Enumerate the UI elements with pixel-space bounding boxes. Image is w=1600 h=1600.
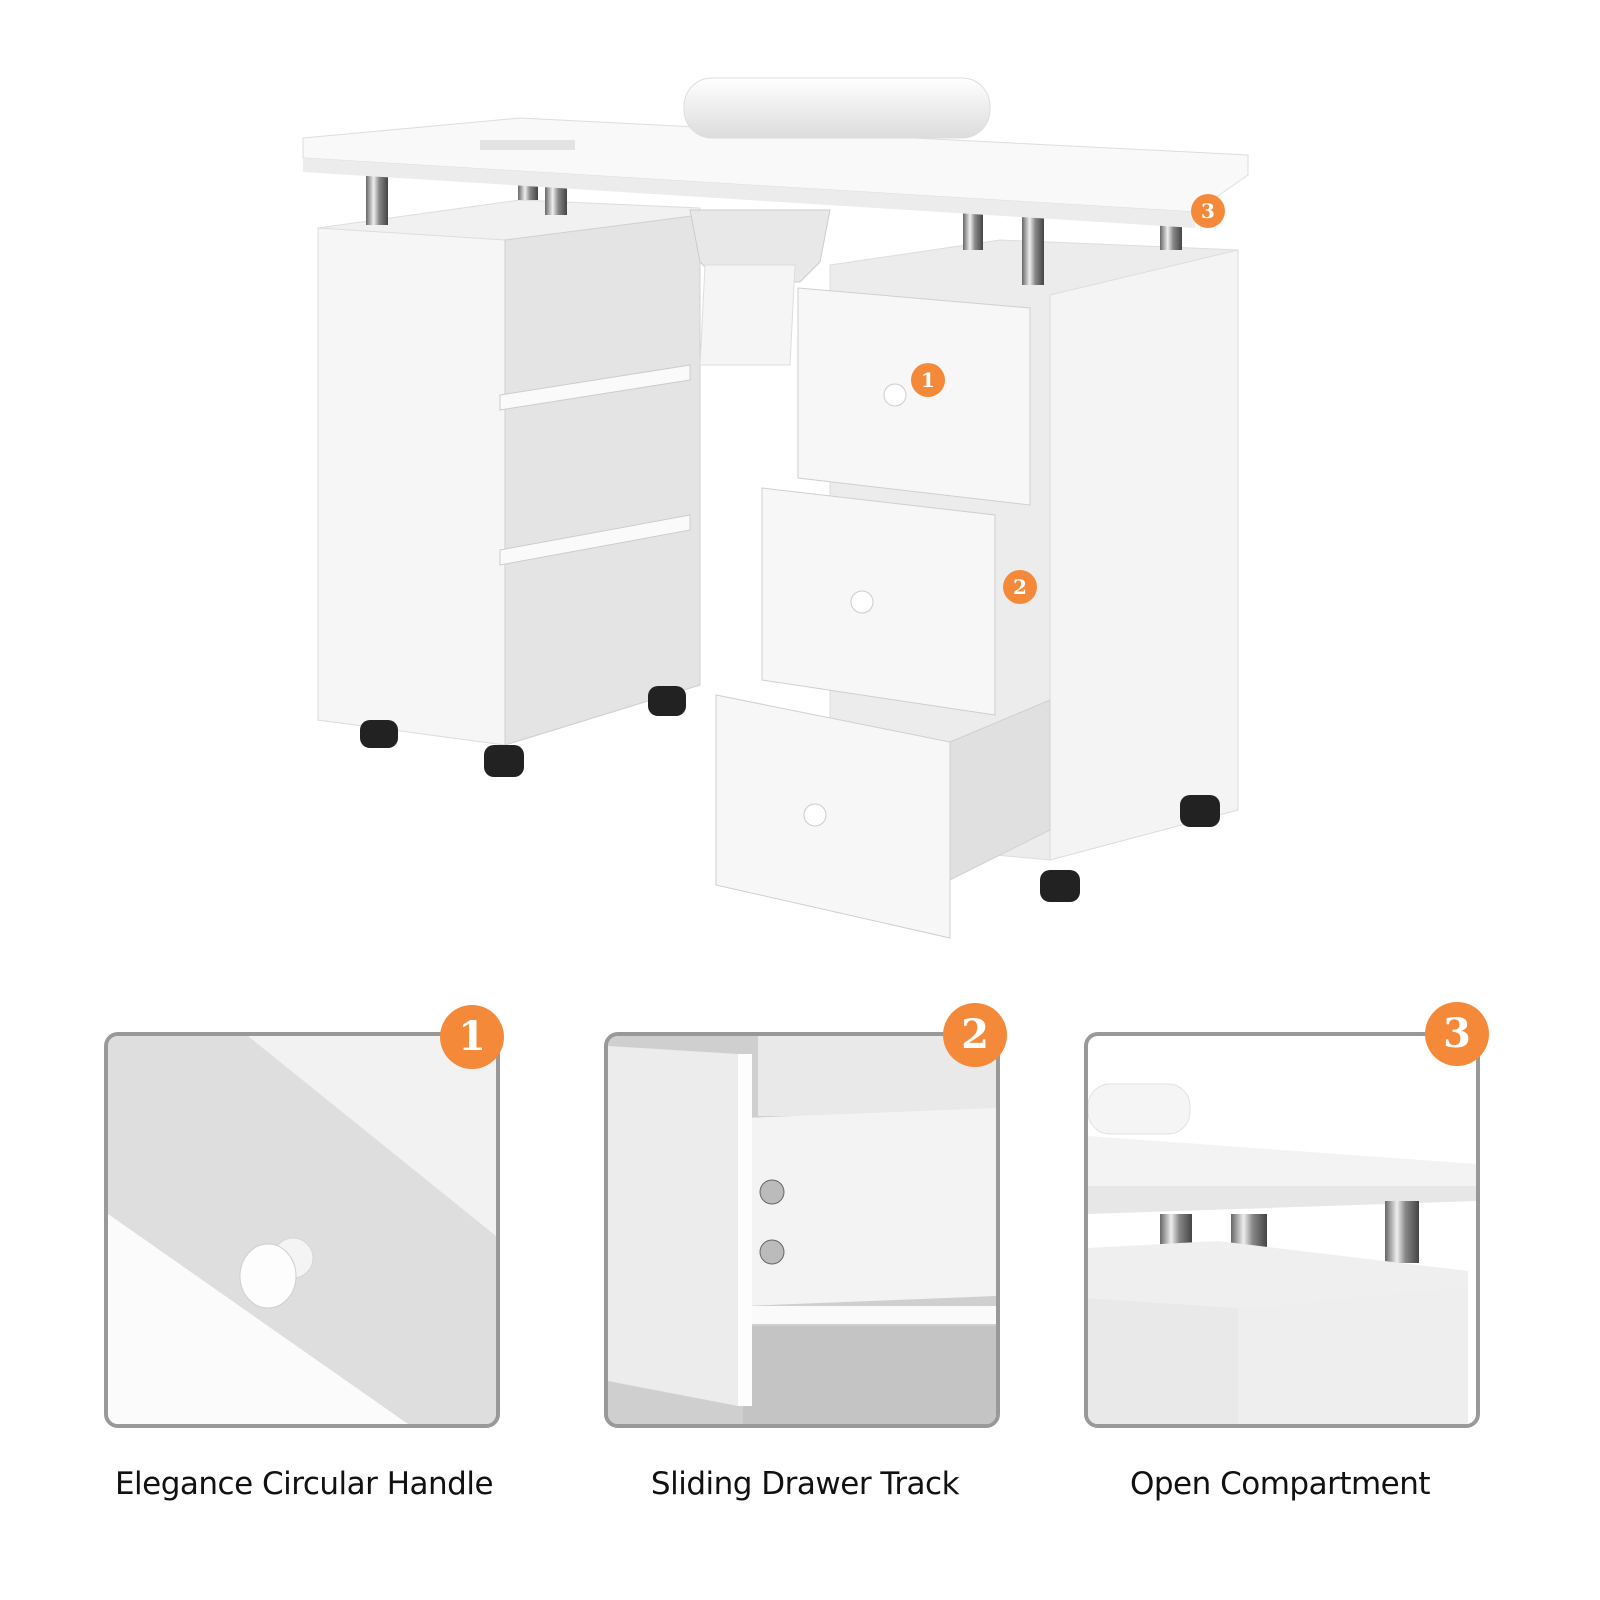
feature-caption-open-compartment: Open Compartment xyxy=(1129,1466,1431,1502)
hotspot-number: 3 xyxy=(1201,199,1215,223)
feature-badge-3: 3 xyxy=(1425,1002,1489,1066)
detail-panel-open-compartment xyxy=(1084,1032,1480,1428)
detail-panel-drawer-track xyxy=(604,1032,1000,1428)
compartment-closeup-image xyxy=(1088,1036,1476,1424)
feature-badge-1: 1 xyxy=(440,1005,504,1069)
feature-number: 1 xyxy=(458,1013,486,1060)
feature-caption-handle: Elegance Circular Handle xyxy=(114,1466,494,1502)
feature-number: 3 xyxy=(1443,1010,1471,1057)
feature-number: 2 xyxy=(961,1011,989,1058)
hotspot-number: 1 xyxy=(921,368,935,392)
feature-badge-2: 2 xyxy=(943,1003,1007,1067)
hotspot-badge-2[interactable]: 2 xyxy=(1003,570,1037,604)
manicure-table-illustration xyxy=(302,77,1249,939)
feature-caption-drawer-track: Sliding Drawer Track xyxy=(650,1466,960,1502)
hotspot-number: 2 xyxy=(1013,575,1027,599)
hotspot-badge-3[interactable]: 3 xyxy=(1191,194,1225,228)
drawer-track-closeup-image xyxy=(608,1036,996,1424)
hotspot-badge-1[interactable]: 1 xyxy=(911,363,945,397)
handle-closeup-image xyxy=(108,1036,496,1424)
detail-panel-handle xyxy=(104,1032,500,1428)
product-hero-image xyxy=(302,77,1249,939)
